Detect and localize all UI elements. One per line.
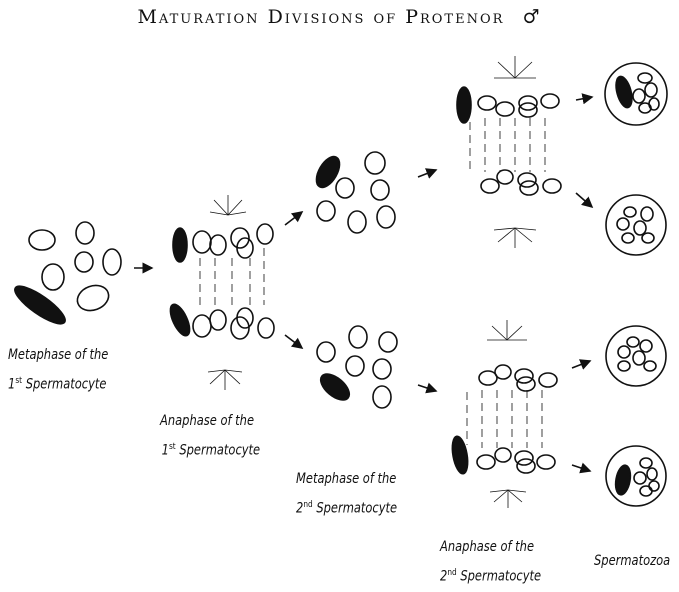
spermatozoon-4 xyxy=(605,445,667,507)
spindle-2l xyxy=(466,390,543,448)
anaphase-1-cell xyxy=(169,195,275,390)
caption-anaphase-1: Anaphase of the 1st Spermatocyte xyxy=(160,408,260,464)
caption-line-1: Anaphase of the xyxy=(440,539,535,555)
caption-line-1: Metaphase of the xyxy=(296,471,397,487)
arrow xyxy=(284,334,304,349)
aster-top xyxy=(209,195,247,216)
aster-bottom xyxy=(207,369,243,390)
caption-line-1: Spermatozoa xyxy=(594,553,671,569)
x-chromosome xyxy=(14,285,66,325)
arrow xyxy=(417,168,438,179)
caption-metaphase-1: Metaphase of the 1st Spermatocyte xyxy=(8,342,108,398)
figure-title: Maturation Divisions of Protenor ♂ xyxy=(0,6,679,28)
aster-bottom xyxy=(489,489,527,508)
spindle-1 xyxy=(199,248,265,305)
metaphase-2-upper-cell xyxy=(315,151,396,234)
anaphase-2-upper-cell xyxy=(456,56,562,248)
title-text: Maturation Divisions of Protenor xyxy=(137,6,505,28)
arrow xyxy=(575,93,594,105)
arrow xyxy=(571,359,592,370)
caption-line-2: 1st Spermatocyte xyxy=(161,442,261,459)
male-symbol: ♂ xyxy=(522,6,542,28)
arrow xyxy=(575,192,594,209)
spermatozoon-2 xyxy=(605,194,667,256)
spindle-2u xyxy=(469,118,546,172)
caption-line-2: 2nd Spermatocyte xyxy=(440,568,542,585)
caption-spermatozoa: Spermatozoa xyxy=(594,548,670,574)
caption-metaphase-2: Metaphase of the 2nd Spermatocyte xyxy=(296,466,397,522)
spermatozoon-3 xyxy=(605,325,667,387)
aster-top xyxy=(494,56,536,79)
arrow xyxy=(284,211,304,226)
spermatozoon-1 xyxy=(604,62,668,126)
metaphase-2-lower-cell xyxy=(316,325,398,409)
caption-anaphase-2: Anaphase of the 2nd Spermatocyte xyxy=(440,534,541,590)
aster-top xyxy=(487,320,527,341)
arrow xyxy=(417,382,438,394)
anaphase-2-lower-cell xyxy=(451,320,558,508)
arrow xyxy=(571,462,592,474)
aster-bottom xyxy=(493,227,537,248)
caption-line-2: 1st Spermatocyte xyxy=(8,376,107,393)
caption-line-1: Metaphase of the xyxy=(8,347,109,363)
caption-line-2: 2nd Spermatocyte xyxy=(296,500,398,517)
caption-line-1: Anaphase of the xyxy=(160,413,255,429)
metaphase-1-cell xyxy=(14,221,122,325)
